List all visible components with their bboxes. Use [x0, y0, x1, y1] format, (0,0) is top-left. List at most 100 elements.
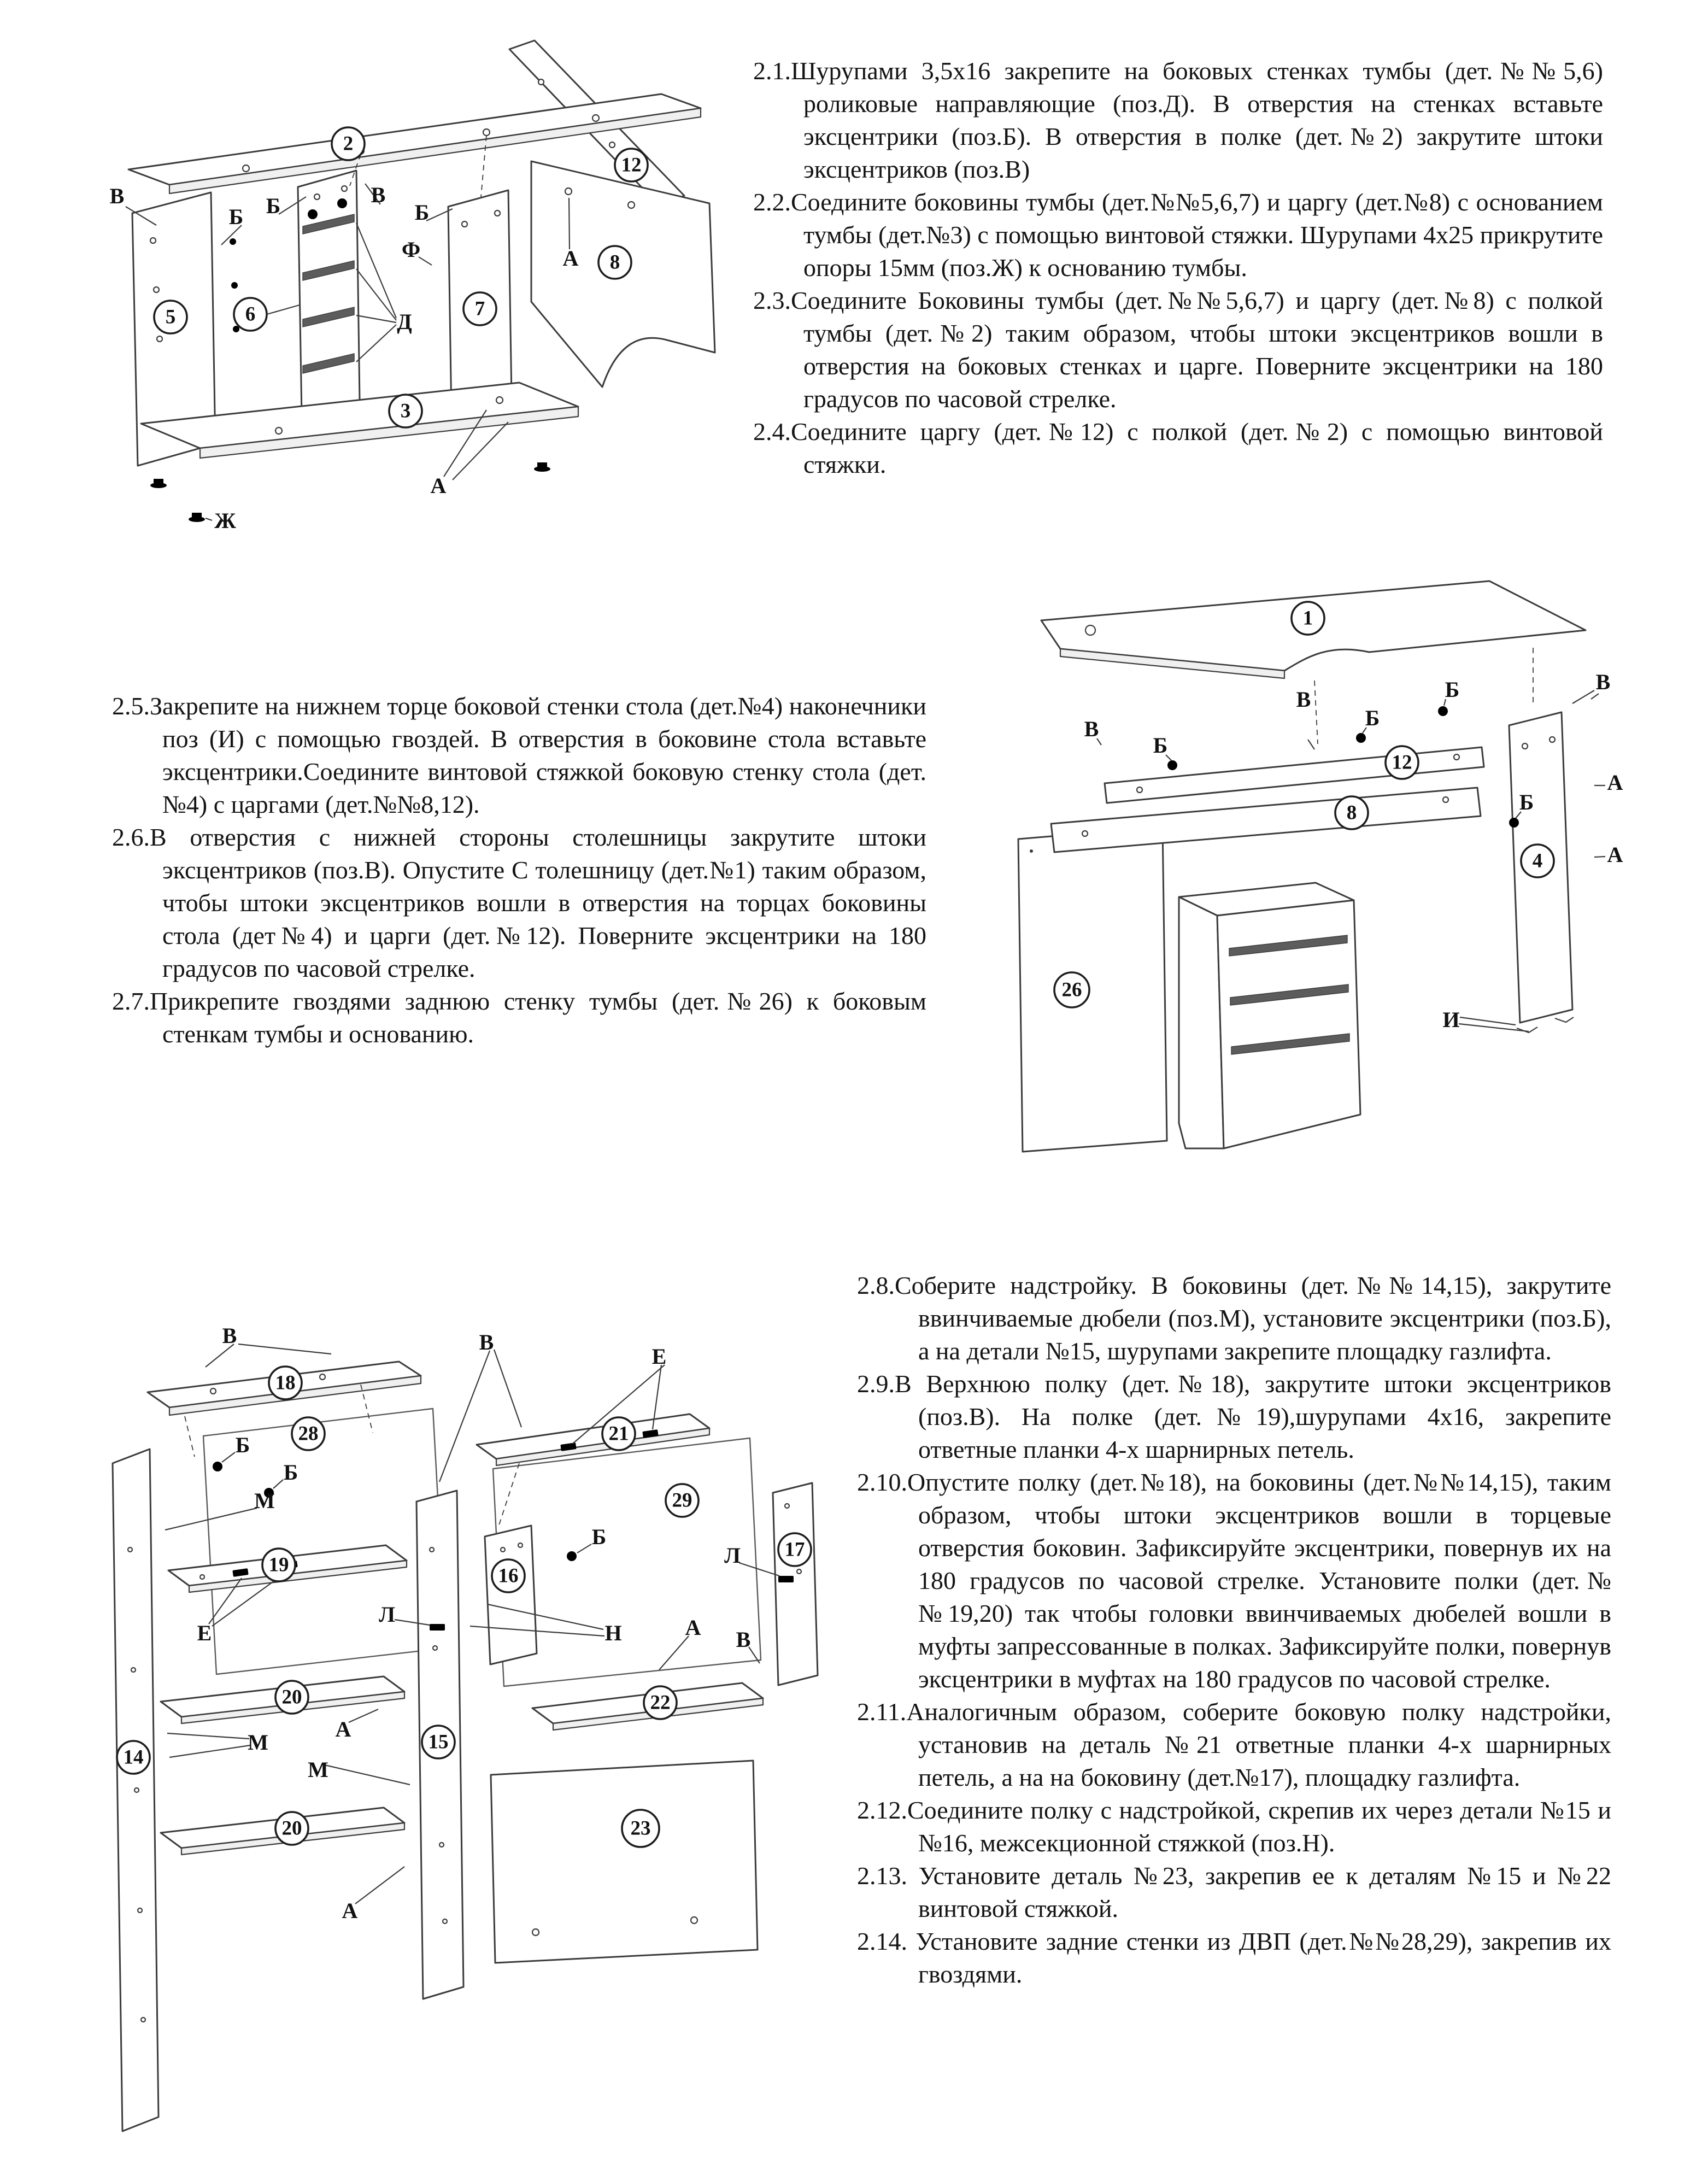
- part-28-badge: 28: [291, 1416, 326, 1451]
- instruction-text: В отверстия с нижней стороны столешницы …: [150, 823, 926, 982]
- instruction-number: 2.8.: [857, 1271, 895, 1299]
- pos-label-a: А: [431, 473, 447, 498]
- pos-label-l: Л: [724, 1543, 741, 1568]
- pos-label-m: М: [254, 1488, 275, 1513]
- instruction-item: 2.9.В Верхнюю полку (дет.№18), закрутите…: [857, 1368, 1611, 1466]
- gas-lift-plate-icon: [778, 1576, 794, 1582]
- pos-label-b: Б: [1153, 733, 1167, 758]
- pos-label-e: Е: [652, 1344, 667, 1369]
- part-21-badge: 21: [601, 1416, 636, 1451]
- shelf-unit-diagram: 18 28 21 19 29 16 17 14: [104, 1320, 823, 2143]
- dowel-icon: [159, 1529, 172, 1535]
- pos-label-a: А: [685, 1615, 701, 1640]
- cabinet-diagram: 2 12 5 6 7 8 3 В Б Б: [104, 33, 738, 541]
- part-20a-badge: 20: [274, 1680, 309, 1715]
- part-16-badge: 16: [491, 1558, 526, 1593]
- part-14-badge: 14: [116, 1740, 151, 1775]
- instruction-item: 2.8.Соберите надстройку. В боковины (дет…: [857, 1269, 1611, 1368]
- part-5-badge: 5: [153, 300, 188, 335]
- pos-label-e: Е: [197, 1621, 212, 1645]
- screw-icon: [754, 1662, 773, 1671]
- part-1-number: 1: [1303, 607, 1313, 630]
- part-23-number: 23: [631, 1817, 651, 1840]
- instruction-number: 2.2.: [753, 188, 791, 216]
- eccentric-icon: [1438, 706, 1448, 722]
- part-22-badge: 22: [643, 1685, 678, 1720]
- instruction-number: 2.9.: [857, 1370, 895, 1398]
- instruction-item: 2.2.Соедините боковины тумбы (дет.№№5,6,…: [753, 186, 1603, 284]
- part-23-panel: [490, 1760, 759, 1964]
- pos-label-d: Д: [397, 309, 412, 334]
- pos-label-b: Б: [236, 1433, 250, 1457]
- eccentric-shaft-icon: [215, 238, 236, 246]
- part-12-number: 12: [621, 154, 642, 177]
- part-19-badge: 19: [261, 1547, 296, 1582]
- part-19-edge: [188, 1559, 408, 1593]
- part-26-number: 26: [1062, 979, 1082, 1001]
- instruction-text: Закрепите на нижнем торце боковой стенки…: [150, 692, 926, 818]
- part-8-number: 8: [1347, 802, 1357, 824]
- pos-label-m: М: [308, 1757, 328, 1782]
- pos-label-v: В: [222, 1323, 237, 1348]
- part-2-badge: 2: [331, 126, 366, 161]
- part-17-badge: 17: [777, 1532, 812, 1567]
- pos-label-b: Б: [1365, 706, 1380, 730]
- pos-label-a: А: [1607, 842, 1623, 867]
- part-3-edge: [199, 406, 579, 459]
- instruction-number: 2.11.: [857, 1698, 907, 1726]
- instruction-text: Соберите надстройку. В боковины (дет.№№1…: [895, 1271, 1611, 1365]
- part-18-number: 18: [275, 1372, 296, 1394]
- instruction-item: 2.11.Аналогичным образом, соберите боков…: [857, 1696, 1611, 1794]
- instructions-2-5-to-2-7: 2.5.Закрепите на нижнем торце боковой ст…: [112, 690, 926, 1051]
- part-17-panel: [772, 1482, 819, 1686]
- screw-icon: [1581, 853, 1600, 862]
- instruction-number: 2.13.: [857, 1862, 907, 1890]
- screw-icon: [402, 1861, 415, 1881]
- part-1-edge: [1059, 648, 1286, 679]
- part-7-number: 7: [475, 298, 485, 320]
- instruction-item: 2.3.Соедините Боковины тумбы (дет.№№5,6,…: [753, 284, 1603, 415]
- instruction-text: Соедините боковины тумбы (дет.№№5,6,7) и…: [791, 188, 1603, 282]
- foot-icon: [534, 462, 550, 472]
- part-21-edge: [495, 1427, 711, 1467]
- screw-icon: [1581, 782, 1600, 791]
- roller-guides: [302, 214, 355, 374]
- instruction-number: 2.12.: [857, 1796, 907, 1824]
- pos-label-v: В: [110, 184, 125, 208]
- instruction-number: 2.1.: [753, 57, 791, 85]
- part-3-badge: 3: [388, 394, 423, 429]
- part-4-badge: 4: [1520, 843, 1555, 878]
- instruction-text: Опустите полку (дет.№18), на боковины (д…: [907, 1468, 1611, 1693]
- instruction-number: 2.10.: [857, 1468, 907, 1496]
- pos-label-b: Б: [284, 1460, 298, 1485]
- instruction-item: 2.1.Шурупами 3,5х16 закрепите на боковых…: [753, 55, 1603, 186]
- eccentric-shaft-icon: [219, 326, 239, 333]
- pos-label-v: В: [1296, 687, 1311, 712]
- gas-lift-plate-icon: [430, 1624, 445, 1631]
- part-2-number: 2: [343, 133, 354, 155]
- instruction-text: Шурупами 3,5х16 закрепите на боковых сте…: [791, 57, 1603, 183]
- pos-label-a: А: [342, 1898, 358, 1923]
- screw-icon: [1304, 720, 1312, 738]
- eccentric-shaft-icon: [217, 282, 238, 290]
- part-26-panel: [1017, 826, 1168, 1153]
- part-16-number: 16: [498, 1565, 519, 1587]
- pos-label-v: В: [479, 1330, 494, 1354]
- pos-label-b: Б: [1519, 790, 1534, 814]
- pos-label-m: М: [248, 1730, 268, 1755]
- instruction-item: 2.12.Соедините полку с надстройкой, скре…: [857, 1794, 1611, 1860]
- instruction-number: 2.3.: [753, 286, 791, 314]
- instruction-number: 2.14.: [857, 1927, 907, 1955]
- pos-label-v: В: [1596, 670, 1611, 694]
- instructions-2-1-to-2-4: 2.1.Шурупами 3,5х16 закрепите на боковых…: [753, 55, 1603, 481]
- part-29-badge: 29: [665, 1483, 700, 1518]
- part-12-badge: 12: [614, 148, 649, 183]
- instruction-text: Соедините Боковины тумбы (дет.№№5,6,7) и…: [791, 286, 1603, 413]
- pos-label-l: Л: [379, 1602, 395, 1627]
- foot-icon: [189, 513, 205, 522]
- instruction-number: 2.5.: [112, 692, 150, 720]
- pos-label-v: В: [736, 1627, 751, 1652]
- pos-label-b: Б: [229, 204, 243, 229]
- instruction-item: 2.13. Установите деталь №23, закрепив ее…: [857, 1860, 1611, 1925]
